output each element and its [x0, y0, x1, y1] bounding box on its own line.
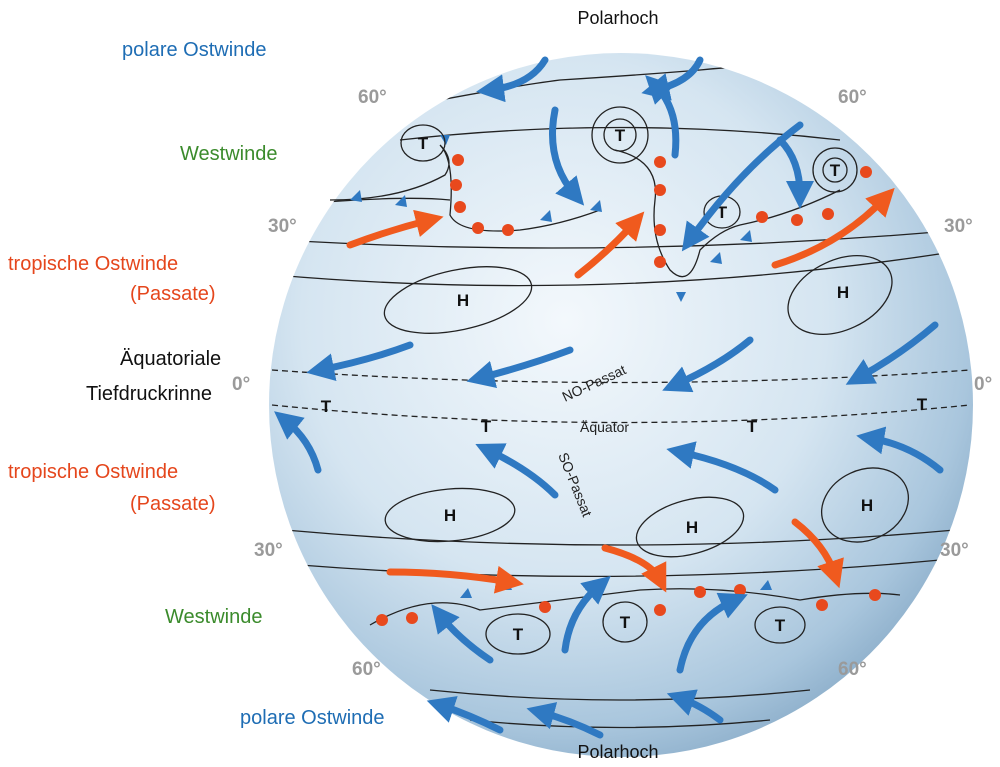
lat-30n-left: 30° — [268, 216, 297, 237]
label-polare-ostwinde-s: polare Ostwinde — [240, 707, 385, 729]
label-westwinde-s: Westwinde — [165, 606, 262, 628]
lat-30s-right: 30° — [940, 540, 969, 561]
orange-wind-arrows — [346, 187, 895, 594]
aequator-label: Äquator — [580, 419, 629, 435]
lat-30n-right: 30° — [944, 216, 973, 237]
low-pressure-label: T — [747, 417, 758, 436]
label-aequatoriale: Äquatoriale — [120, 348, 221, 370]
lat-0-right: 0° — [974, 374, 992, 395]
high-pressure-label: H — [686, 518, 698, 537]
lat-30s-left: 30° — [254, 540, 283, 561]
low-pressure-label: T — [830, 161, 841, 180]
label-tropische-ostwinde-n: tropische Ostwinde — [8, 253, 178, 275]
globe — [269, 53, 973, 757]
low-pressure-label: T — [717, 203, 728, 222]
blue-wind-arrows — [274, 56, 944, 739]
warm-front-markers — [376, 154, 881, 626]
lat-60n-right: 60° — [838, 87, 867, 108]
low-pressure-label: T — [775, 616, 786, 635]
low-pressure-label: T — [615, 126, 626, 145]
high-pressure-label: H — [837, 283, 849, 302]
high-pressure-label: H — [861, 496, 873, 515]
low-pressure-label: T — [513, 625, 524, 644]
label-westwinde-n: Westwinde — [180, 143, 277, 165]
label-polare-ostwinde-n: polare Ostwinde — [122, 39, 267, 61]
low-pressure-label: T — [418, 134, 429, 153]
low-pressure-label: T — [321, 397, 332, 416]
lat-60s-right: 60° — [838, 659, 867, 680]
label-passate-n: (Passate) — [130, 283, 216, 305]
label-tiefdruckrinne: Tiefdruckrinne — [86, 383, 212, 405]
polarhoch-bottom: Polarhoch — [577, 742, 658, 762]
low-pressure-label: T — [481, 417, 492, 436]
high-pressure-label: H — [444, 506, 456, 525]
lat-60s-left: 60° — [352, 659, 381, 680]
polarhoch-top: Polarhoch — [577, 8, 658, 28]
low-pressure-label: T — [620, 613, 631, 632]
label-tropische-ostwinde-s: tropische Ostwinde — [8, 461, 178, 483]
pressure-cells — [383, 106, 910, 655]
high-pressure-label: H — [457, 291, 469, 310]
lat-0-left: 0° — [232, 374, 250, 395]
lat-60n-left: 60° — [358, 87, 387, 108]
label-passate-s: (Passate) — [130, 493, 216, 515]
low-pressure-label: T — [917, 395, 928, 414]
